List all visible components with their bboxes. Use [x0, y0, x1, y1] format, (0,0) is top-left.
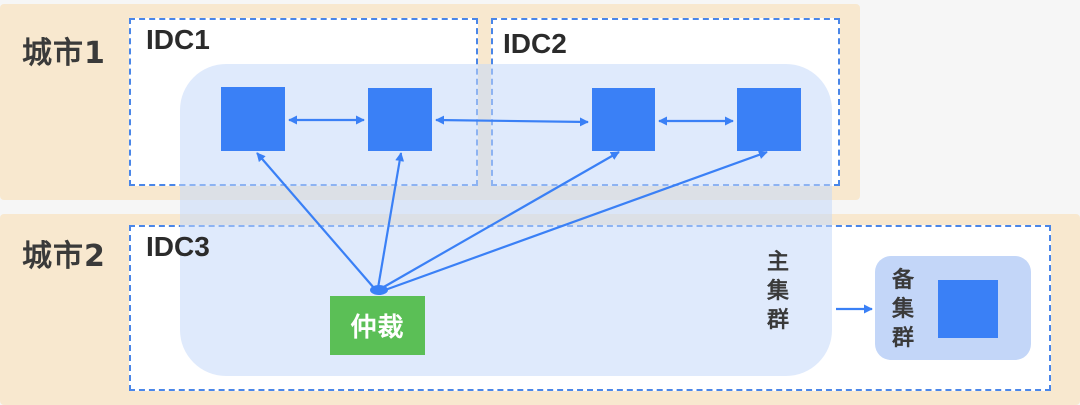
arbiter-node: 仲裁 [330, 296, 425, 355]
main-cluster-label: 主 集 群 [763, 248, 793, 335]
node-idc2-b [737, 88, 801, 151]
arrow-arbiter-idc1a [256, 152, 375, 289]
idc1-label: IDC1 [146, 24, 210, 55]
idc3-label: IDC3 [146, 231, 210, 262]
node-idc1-a [221, 87, 285, 151]
arrow-idc1b-idc2a [435, 115, 589, 127]
arrow-arbiter-idc1b [376, 152, 405, 289]
main-cluster-label-char: 群 [766, 308, 789, 333]
backup-cluster-label-char: 群 [891, 326, 914, 351]
idc2-label: IDC2 [503, 28, 567, 59]
backup-cluster-label: 备 集 群 [888, 266, 918, 353]
node-idc1-b [368, 88, 432, 151]
arrow-arbiter-idc2a [381, 151, 620, 289]
city1-label: 城市1 [22, 36, 106, 71]
arrow-arbiter-idc2b [384, 150, 768, 292]
arbiter-connector-dot [370, 285, 388, 295]
backup-cluster-label-char: 集 [891, 297, 914, 322]
node-idc2-a [592, 88, 655, 151]
backup-cluster-label-char: 备 [891, 268, 914, 293]
main-cluster-label-char: 主 [766, 250, 789, 275]
main-cluster-label-char: 集 [766, 279, 789, 304]
city2-label: 城市2 [22, 239, 106, 274]
node-backup [938, 280, 998, 338]
